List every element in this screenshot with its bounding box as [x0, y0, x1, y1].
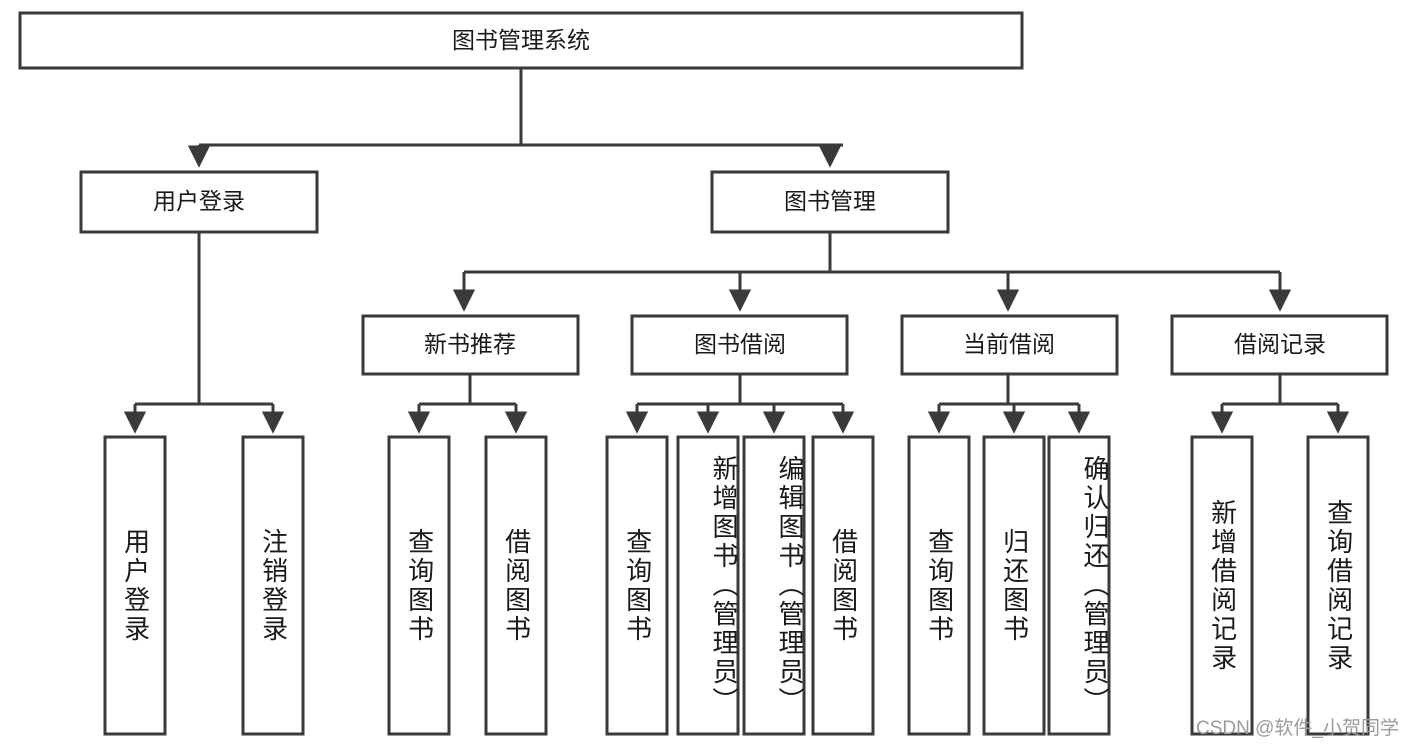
node-leaf-query-book-3[interactable] — [907, 435, 971, 736]
connector-bookborrow-to-leaves — [625, 374, 855, 434]
connector-currentborrow-to-leaves — [927, 374, 1091, 434]
node-leaf-query-book-1-label: 查询图书 — [404, 527, 435, 644]
connector-root-to-level2 — [187, 68, 843, 168]
node-leaf-query-record[interactable] — [1306, 435, 1370, 736]
node-leaf-query-book-1[interactable] — [387, 435, 451, 736]
connector-newbook-to-leaves — [407, 374, 528, 434]
leaf-boxes — [103, 435, 1370, 736]
node-leaf-logout-label: 注销登录 — [258, 527, 289, 644]
node-leaf-borrow-book-1[interactable] — [484, 435, 548, 736]
node-borrow-record[interactable]: 借阅记录 — [1170, 314, 1389, 376]
node-leaf-return-book-label: 归还图书 — [999, 527, 1030, 644]
node-leaf-borrow-book-2[interactable] — [811, 435, 875, 736]
node-leaf-add-record-label: 新增借阅记录 — [1207, 498, 1238, 673]
node-root-label: 图书管理系统 — [452, 27, 590, 53]
node-leaf-add-book-label: 新增图书（管理员） — [709, 455, 739, 716]
node-leaf-query-record-label: 查询借阅记录 — [1323, 498, 1354, 673]
node-leaf-add-record[interactable] — [1190, 435, 1254, 736]
connector-userlogin-to-leaves — [123, 232, 285, 434]
node-leaf-add-book[interactable] — [676, 435, 740, 736]
node-borrow-record-label: 借阅记录 — [1234, 331, 1326, 357]
node-leaf-user-login[interactable] — [103, 435, 167, 736]
node-leaf-edit-book-label: 编辑图书（管理员） — [775, 455, 805, 716]
watermark-text: CSDN @软件_小贺同学 — [1196, 718, 1399, 739]
node-leaf-query-book-2-label: 查询图书 — [622, 527, 653, 644]
node-leaf-query-book-2[interactable] — [605, 435, 669, 736]
node-root[interactable]: 图书管理系统 — [18, 11, 1024, 70]
node-book-borrow-label: 图书借阅 — [694, 331, 786, 357]
node-new-book-recommend[interactable]: 新书推荐 — [361, 314, 580, 376]
node-leaf-confirm-return-label: 确认归还（管理员） — [1080, 455, 1110, 716]
node-current-borrow-label: 当前借阅 — [963, 331, 1055, 357]
connector-bookmanage-to-level3 — [452, 232, 1292, 312]
node-leaf-confirm-return[interactable] — [1047, 435, 1111, 736]
node-current-borrow[interactable]: 当前借阅 — [900, 314, 1119, 376]
node-leaf-logout[interactable] — [241, 435, 305, 736]
node-leaf-return-book[interactable] — [982, 435, 1046, 736]
node-book-manage-label: 图书管理 — [784, 188, 876, 214]
node-new-book-recommend-label: 新书推荐 — [424, 331, 516, 357]
node-user-login[interactable]: 用户登录 — [79, 170, 319, 234]
node-leaf-borrow-book-1-label: 借阅图书 — [501, 527, 532, 644]
node-leaf-user-login-label: 用户登录 — [120, 527, 151, 644]
node-user-login-label: 用户登录 — [153, 188, 245, 214]
node-leaf-query-book-3-label: 查询图书 — [924, 527, 955, 644]
node-book-borrow[interactable]: 图书借阅 — [630, 314, 849, 376]
node-leaf-borrow-book-2-label: 借阅图书 — [828, 527, 859, 644]
node-leaf-edit-book[interactable] — [742, 435, 806, 736]
connector-borrowrecord-to-leaves — [1210, 374, 1350, 434]
node-book-manage[interactable]: 图书管理 — [710, 170, 950, 234]
